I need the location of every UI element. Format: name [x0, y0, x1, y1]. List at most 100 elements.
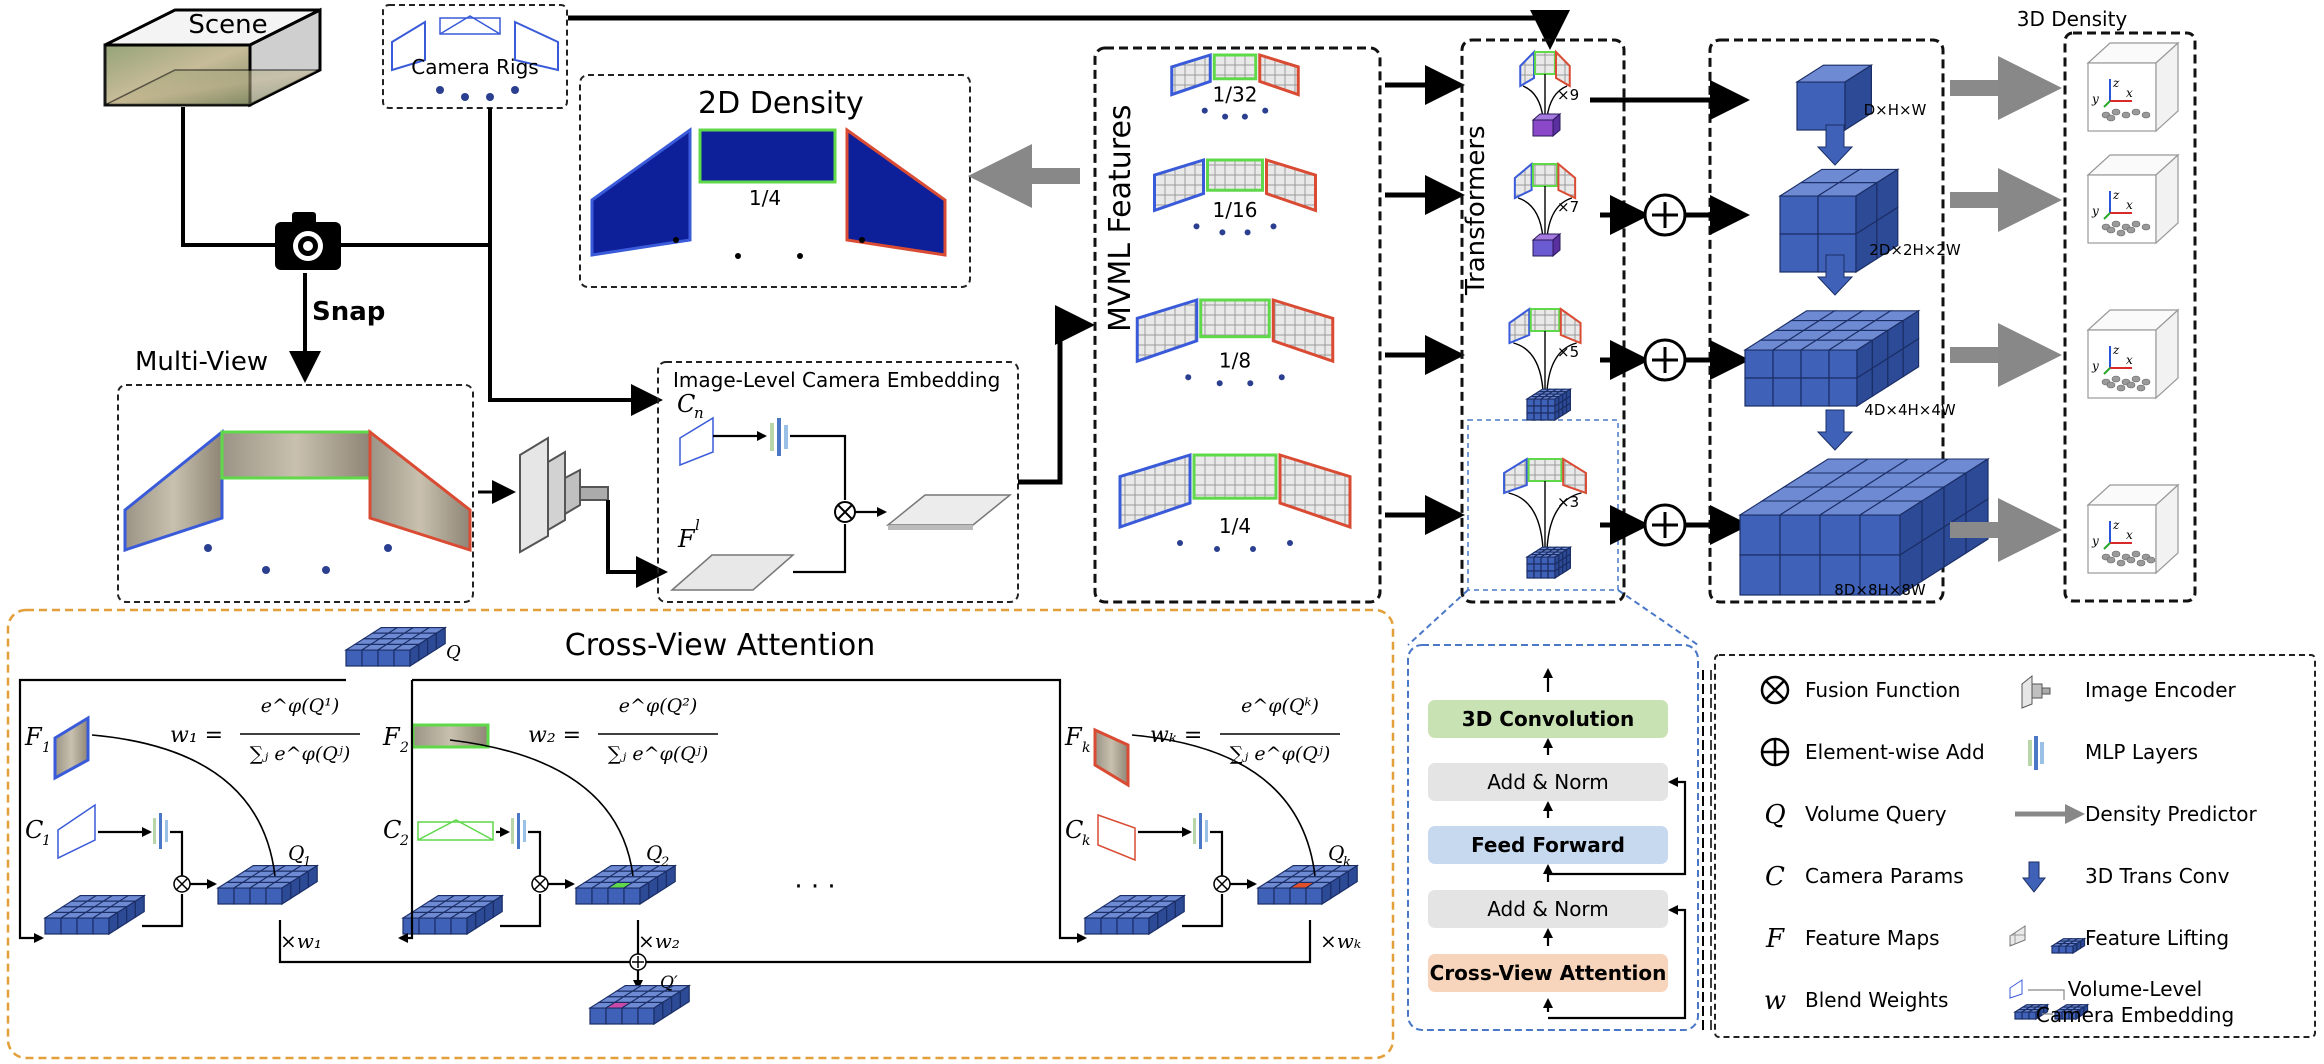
- cva-weight-denom-1: ∑ⱼ e^φ(Qʲ): [250, 743, 351, 765]
- density-2d-scale: 1/4: [749, 186, 781, 210]
- density-2d-label: 2D Density: [698, 86, 864, 121]
- mvml-row-3: 1/8: [1135, 297, 1335, 387]
- transformer-block-label-5: Cross-View Attention: [1430, 961, 1667, 985]
- transformer-rows: ×9×7×5×3: [1503, 49, 1587, 580]
- embedding-title: Image-Level Camera Embedding: [673, 368, 1000, 392]
- legend-item-8: 3D Trans Conv: [2021, 861, 2230, 893]
- feature-maps-icon-symbol: F: [1765, 924, 1785, 954]
- embedding-to-mvml-arrow: [1018, 305, 1095, 485]
- transformer-voxel-4: [1525, 546, 1573, 580]
- cva-weight-numer-1: e^φ(Q¹): [261, 695, 340, 717]
- cva-weight-lhs-2: w₂ =: [528, 723, 581, 748]
- density-3d-cube-1: zxy: [2086, 41, 2180, 133]
- transformer-block-label-3: Feed Forward: [1471, 833, 1625, 857]
- camera-params-icon-symbol: C: [1765, 862, 1785, 892]
- scene-to-camera-line: [181, 107, 490, 247]
- cva-camera-sub-1: 1: [42, 833, 51, 849]
- cva-mult-1: ×w₁: [280, 929, 322, 953]
- legend-label-2: Image Encoder: [2085, 678, 2237, 702]
- transformer-block-5: Cross-View Attention: [1428, 954, 1668, 992]
- legend-emb-voxel-a: [2013, 1003, 2050, 1021]
- axis-y: y: [2091, 92, 2099, 106]
- cva-camera-label-2: C: [383, 816, 401, 844]
- mvml-rows: 1/321/161/81/4: [1118, 52, 1465, 552]
- transformer-row-1: ×9: [1519, 49, 1579, 138]
- volume-grid-4: [1738, 457, 1990, 597]
- mlp-icon: [2028, 736, 2044, 770]
- cva-feature-label-1: F: [24, 723, 43, 751]
- axis-y: y: [2091, 359, 2099, 373]
- element-add-icon: [1760, 737, 1790, 767]
- embedding-feature-sup: l: [695, 516, 700, 534]
- transformer-block-2: Add & Norm: [1428, 763, 1668, 801]
- volume-4: 8D×8H×8W: [1738, 457, 1990, 599]
- legend-lift-voxel: [2050, 937, 2087, 955]
- cva-mult-2: ×w₂: [638, 929, 680, 953]
- legend-label-10: Feature Lifting: [2085, 926, 2229, 950]
- camera-params-icon: C: [1765, 862, 1785, 892]
- mvml-scale-4: 1/4: [1219, 514, 1251, 538]
- transformer-row-4: ×3: [1503, 457, 1587, 580]
- cva-camera-label-1: C: [25, 816, 43, 844]
- camera-rigs: Camera Rigs: [382, 4, 568, 109]
- density-3d-cube-2: zxy: [2086, 153, 2180, 245]
- transformer-repeat-1: ×9: [1557, 86, 1579, 104]
- image-encoder-icon: [2021, 674, 2051, 709]
- rig-to-transformer-arrow: [568, 10, 1570, 50]
- density-3d-label: 3D Density: [2017, 7, 2128, 31]
- cva-weight-numer-2: e^φ(Q²): [619, 695, 698, 717]
- feature-lifting-icon: [2009, 925, 2087, 955]
- trans-conv-arrow-1: [1816, 124, 1854, 166]
- cva-q-prime-label: Q′: [660, 973, 678, 993]
- cva-base-voxel-2: [401, 894, 505, 936]
- scene-label: Scene: [188, 10, 267, 40]
- cva-query-voxel-2: [574, 864, 678, 906]
- cva-query-voxel-1: [216, 864, 320, 906]
- image-level-embedding-box: Image-Level Camera Embedding C n F l: [657, 361, 1019, 603]
- multi-view-label: Multi-View: [135, 347, 268, 377]
- transformer-block-label-1: 3D Convolution: [1462, 707, 1634, 731]
- legend-label-7: Camera Params: [1805, 864, 1964, 888]
- volume-3: 4D×4H×4W: [1743, 309, 1956, 451]
- camera-to-embedding-arrow: [488, 245, 663, 416]
- multi-view-box: [117, 384, 474, 603]
- cva-feature-label-3: F: [1064, 723, 1083, 751]
- cva-weight-denom-3: ∑ⱼ e^φ(Qʲ): [1230, 743, 1331, 765]
- blend-weights-icon-symbol: w: [1764, 986, 1786, 1016]
- mvml-features-label: MVML Features: [1103, 104, 1138, 332]
- legend-item-2: Image Encoder: [2021, 674, 2237, 709]
- cva-weight-lhs-3: wₖ =: [1150, 723, 1202, 748]
- cva-weight-numer-3: e^φ(Qᵏ): [1241, 695, 1319, 717]
- axis-z: z: [2112, 343, 2120, 357]
- mvml-row-4: 1/4: [1118, 452, 1352, 552]
- cross-view-panel: Cross-View Attention: [6, 608, 1395, 1060]
- cva-weight-denom-2: ∑ⱼ e^φ(Qʲ): [608, 743, 709, 765]
- axis-y: y: [2091, 534, 2099, 548]
- camera-icon: [275, 212, 341, 270]
- legend-label-8: 3D Trans Conv: [2085, 864, 2230, 888]
- embedding-feature-symbol: F: [677, 525, 696, 553]
- fusion-function-icon: [834, 501, 856, 523]
- legend-emb-voxel-b: [2053, 1003, 2090, 1021]
- transformers-label: Transformers: [1461, 125, 1491, 296]
- cva-query-label-2: Q: [646, 841, 662, 865]
- transformer-voxel-3: [1525, 388, 1573, 422]
- density-2d-box: 2D Density 1/4: [579, 74, 971, 288]
- volume-query-icon: Q: [1764, 800, 1785, 830]
- transformer-block-1: 3D Convolution: [1428, 700, 1668, 738]
- density-3d-cube-4: zxy: [2086, 483, 2180, 575]
- transformer-row-2: ×7: [1513, 161, 1579, 258]
- volume-2: 2D×2H×2W: [1778, 168, 1961, 296]
- transformers-box: Transformers: [1460, 38, 1626, 604]
- transformer-repeat-2: ×7: [1557, 198, 1579, 216]
- transformer-block-label-2: Add & Norm: [1487, 770, 1609, 794]
- encoder-to-embedding-arrow: [606, 500, 668, 588]
- axis-z: z: [2112, 188, 2120, 202]
- transformer-block-3: Feed Forward: [1428, 826, 1668, 864]
